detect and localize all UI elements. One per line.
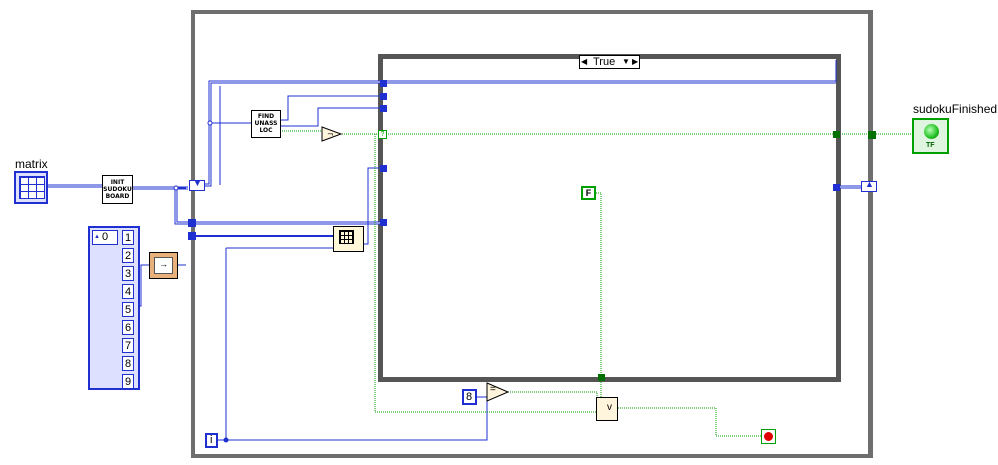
array-element[interactable]: 4 xyxy=(122,284,134,299)
case-selector-value: True xyxy=(593,56,616,68)
array-elements: 1 2 3 4 5 6 7 8 9 xyxy=(122,230,136,389)
case-prev-arrow-icon[interactable]: ◀ xyxy=(581,57,588,66)
grid-subvi[interactable] xyxy=(333,226,364,252)
find-line-1: FIND xyxy=(257,113,275,120)
init-line-2: SUDOKU xyxy=(103,186,132,193)
loop-tunnel[interactable] xyxy=(188,219,196,227)
array-element[interactable]: 7 xyxy=(122,338,134,353)
init-sudoku-board-subvi[interactable]: INIT SUDOKU BOARD xyxy=(102,175,133,204)
tunnel[interactable] xyxy=(380,105,387,112)
array-index-display[interactable]: ▲ 0 xyxy=(92,230,118,245)
tunnel[interactable] xyxy=(380,219,387,226)
find-line-2: UNASS xyxy=(254,120,278,127)
array-element[interactable]: 5 xyxy=(122,302,134,317)
array-element[interactable]: 9 xyxy=(122,374,134,389)
tunnel-boolean[interactable] xyxy=(598,374,605,381)
array-element[interactable]: 6 xyxy=(122,320,134,335)
case-next-arrow-icon[interactable]: ▶ xyxy=(632,57,639,66)
matrix-label: matrix xyxy=(15,157,48,171)
matrix-control[interactable] xyxy=(14,171,48,204)
loop-tunnel-boolean[interactable] xyxy=(868,131,876,139)
tunnel[interactable] xyxy=(380,165,387,172)
or-symbol: v xyxy=(607,402,612,413)
loop-tunnel[interactable] xyxy=(188,232,196,240)
false-constant[interactable]: F xyxy=(581,186,596,200)
case-selector[interactable]: ◀ True ▼ ▶ xyxy=(579,55,640,69)
init-line-1: INIT xyxy=(110,179,125,186)
array-element[interactable]: 8 xyxy=(122,356,134,371)
indicator-type-label: TF xyxy=(926,142,935,149)
find-unassigned-location-subvi[interactable]: FIND UNASS LOC xyxy=(251,110,281,138)
array-constant[interactable]: ▲ 0 1 2 3 4 5 6 7 8 9 xyxy=(88,226,140,390)
tunnel[interactable] xyxy=(380,93,387,100)
index-spinner-icon[interactable]: ▲ xyxy=(94,234,100,240)
tunnel-boolean[interactable] xyxy=(833,131,840,138)
not-function[interactable]: ¬ xyxy=(321,126,343,142)
stop-icon xyxy=(764,432,773,441)
equals-function[interactable] xyxy=(486,382,510,402)
case-selector-terminal[interactable]: ? xyxy=(378,130,387,139)
led-icon xyxy=(924,124,939,139)
iteration-terminal[interactable]: i xyxy=(205,433,218,448)
grid-icon xyxy=(339,230,354,244)
sudoku-finished-indicator[interactable]: TF xyxy=(912,118,949,154)
tunnel[interactable] xyxy=(380,80,387,87)
tunnel[interactable] xyxy=(833,184,840,191)
up-arrow-icon: ▲ xyxy=(865,179,874,189)
compare-constant[interactable]: 8 xyxy=(462,389,477,405)
shift-register-left[interactable]: ▼ xyxy=(189,178,205,191)
compare-constant-value: 8 xyxy=(466,391,473,403)
array-function-icon: → xyxy=(154,257,173,274)
array-element[interactable]: 3 xyxy=(122,266,134,281)
find-line-3: LOC xyxy=(259,127,273,134)
matrix-grid-icon xyxy=(19,176,45,199)
case-dropdown-icon[interactable]: ▼ xyxy=(622,57,630,66)
array-element[interactable]: 2 xyxy=(122,248,134,263)
svg-text:¬: ¬ xyxy=(327,130,334,139)
array-element[interactable]: 1 xyxy=(122,230,134,245)
case-structure-interior xyxy=(383,59,836,377)
array-function[interactable]: → xyxy=(149,252,178,279)
stop-condition-terminal[interactable] xyxy=(761,429,776,444)
equals-symbol: = xyxy=(490,384,496,395)
init-line-3: BOARD xyxy=(105,193,130,200)
array-index-value: 0 xyxy=(102,231,109,243)
down-arrow-icon: ▼ xyxy=(193,178,202,188)
sudoku-finished-label: sudokuFinished xyxy=(913,102,998,116)
false-constant-value: F xyxy=(585,188,592,198)
iteration-terminal-label: i xyxy=(210,434,213,446)
or-function[interactable]: v xyxy=(596,397,618,421)
shift-register-right[interactable]: ▲ xyxy=(861,179,877,192)
